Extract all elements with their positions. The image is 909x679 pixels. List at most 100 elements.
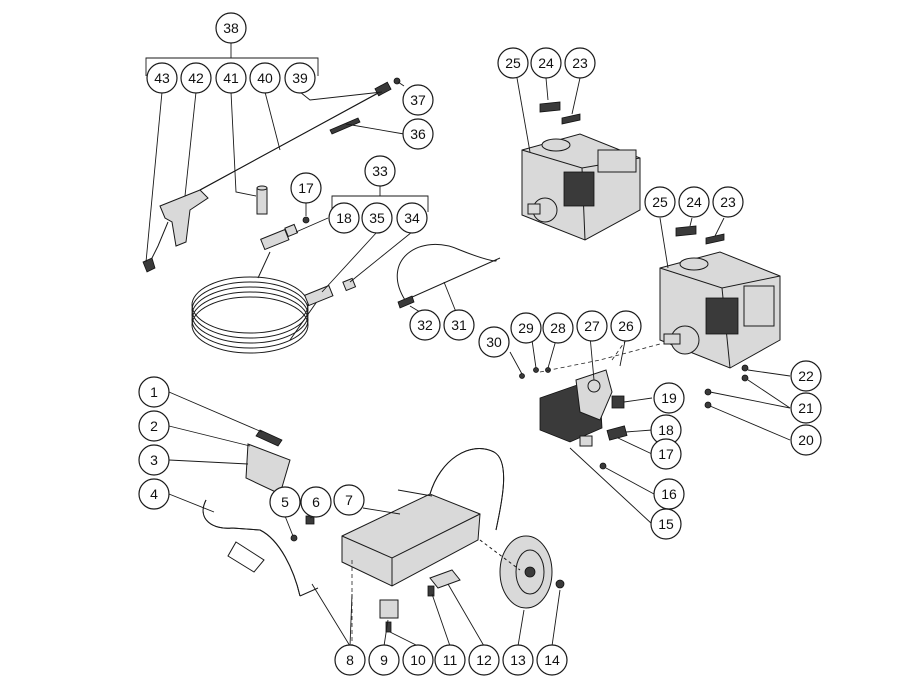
callout-circle: [402, 644, 434, 676]
callout-number: 12: [476, 652, 492, 668]
callout-28: 28: [542, 312, 574, 344]
callout-number: 9: [380, 652, 388, 668]
callout-circle: [678, 186, 710, 218]
callout-number: 29: [518, 320, 534, 336]
callout-number: 23: [572, 55, 588, 71]
callout-circle: [542, 312, 574, 344]
callout-circle: [468, 644, 500, 676]
callout-number: 16: [661, 486, 677, 502]
callout-number: 5: [281, 494, 289, 510]
callout-circle: [409, 309, 441, 341]
callout-6: 6: [300, 486, 332, 518]
callout-number: 1: [150, 384, 158, 400]
callout-circle: [402, 118, 434, 150]
callout-circle: [333, 484, 365, 516]
callout-number: 11: [443, 652, 458, 668]
callout-number: 7: [345, 492, 353, 508]
callout-3: 3: [138, 444, 170, 476]
callout-number: 6: [312, 494, 320, 510]
callout-27: 27: [576, 310, 608, 342]
callout-18: 18: [328, 202, 360, 234]
callout-circle: [790, 424, 822, 456]
callout-number: 41: [223, 70, 239, 86]
callout-33: 33: [364, 155, 396, 187]
callout-number: 8: [346, 652, 354, 668]
hose-assembly: [191, 185, 429, 354]
callout-14: 14: [536, 644, 568, 676]
callout-number: 24: [686, 194, 702, 210]
callout-23: 23: [712, 186, 744, 218]
callout-12: 12: [468, 644, 500, 676]
callout-35: 35: [361, 202, 393, 234]
callout-1: 1: [138, 376, 170, 408]
callout-circle: [138, 410, 170, 442]
callout-number: 33: [372, 163, 388, 179]
callout-number: 36: [410, 126, 426, 142]
callout-circle: [536, 644, 568, 676]
callout-circle: [215, 12, 247, 44]
engine-lower: [659, 217, 791, 441]
callout-42: 42: [180, 62, 212, 94]
callout-20: 20: [790, 424, 822, 456]
callout-38: 38: [215, 12, 247, 44]
callout-number: 24: [538, 55, 554, 71]
callout-circle: [497, 47, 529, 79]
callout-number: 26: [618, 318, 634, 334]
callout-number: 20: [798, 432, 814, 448]
callout-number: 4: [150, 486, 158, 502]
callout-circle: [712, 186, 744, 218]
callout-24: 24: [530, 47, 562, 79]
callout-25: 25: [644, 186, 676, 218]
callout-13: 13: [502, 644, 534, 676]
callout-number: 28: [550, 320, 566, 336]
callout-circle: [146, 62, 178, 94]
callout-number: 27: [584, 318, 600, 334]
engine-upper: [516, 77, 641, 241]
chemical-hose: [396, 244, 501, 313]
callout-circle: [576, 310, 608, 342]
callout-18: 18: [650, 414, 682, 446]
callout-23: 23: [564, 47, 596, 79]
callout-circle: [434, 644, 466, 676]
callout-circle: [138, 376, 170, 408]
callout-circle: [361, 202, 393, 234]
callout-22: 22: [790, 360, 822, 392]
callout-circle: [653, 382, 685, 414]
callout-37: 37: [402, 84, 434, 116]
callout-number: 17: [298, 180, 314, 196]
callout-circle: [610, 310, 642, 342]
callout-number: 21: [798, 400, 814, 416]
callout-circle: [180, 62, 212, 94]
callout-number: 39: [292, 70, 308, 86]
callout-circle: [364, 155, 396, 187]
callout-26: 26: [610, 310, 642, 342]
callout-number: 40: [257, 70, 273, 86]
callout-24: 24: [678, 186, 710, 218]
callout-9: 9: [368, 644, 400, 676]
callout-circle: [478, 326, 510, 358]
callout-number: 35: [369, 210, 385, 226]
callout-circle: [138, 478, 170, 510]
callout-7: 7: [333, 484, 365, 516]
callout-circle: [510, 312, 542, 344]
callout-circle: [502, 644, 534, 676]
pump-assembly: [509, 335, 661, 525]
callout-circle: [644, 186, 676, 218]
callout-number: 19: [661, 390, 677, 406]
callout-36: 36: [402, 118, 434, 150]
callout-number: 18: [336, 210, 352, 226]
callout-29: 29: [510, 312, 542, 344]
callout-number: 17: [658, 446, 674, 462]
callout-number: 31: [451, 317, 467, 333]
callout-number: 18: [658, 422, 674, 438]
callout-circle: [790, 360, 822, 392]
callout-39: 39: [284, 62, 316, 94]
callout-circle: [790, 392, 822, 424]
cart-base: [311, 447, 565, 647]
callout-number: 2: [150, 418, 158, 434]
callout-circle: [396, 202, 428, 234]
callout-16: 16: [653, 478, 685, 510]
callout-circle: [249, 62, 281, 94]
